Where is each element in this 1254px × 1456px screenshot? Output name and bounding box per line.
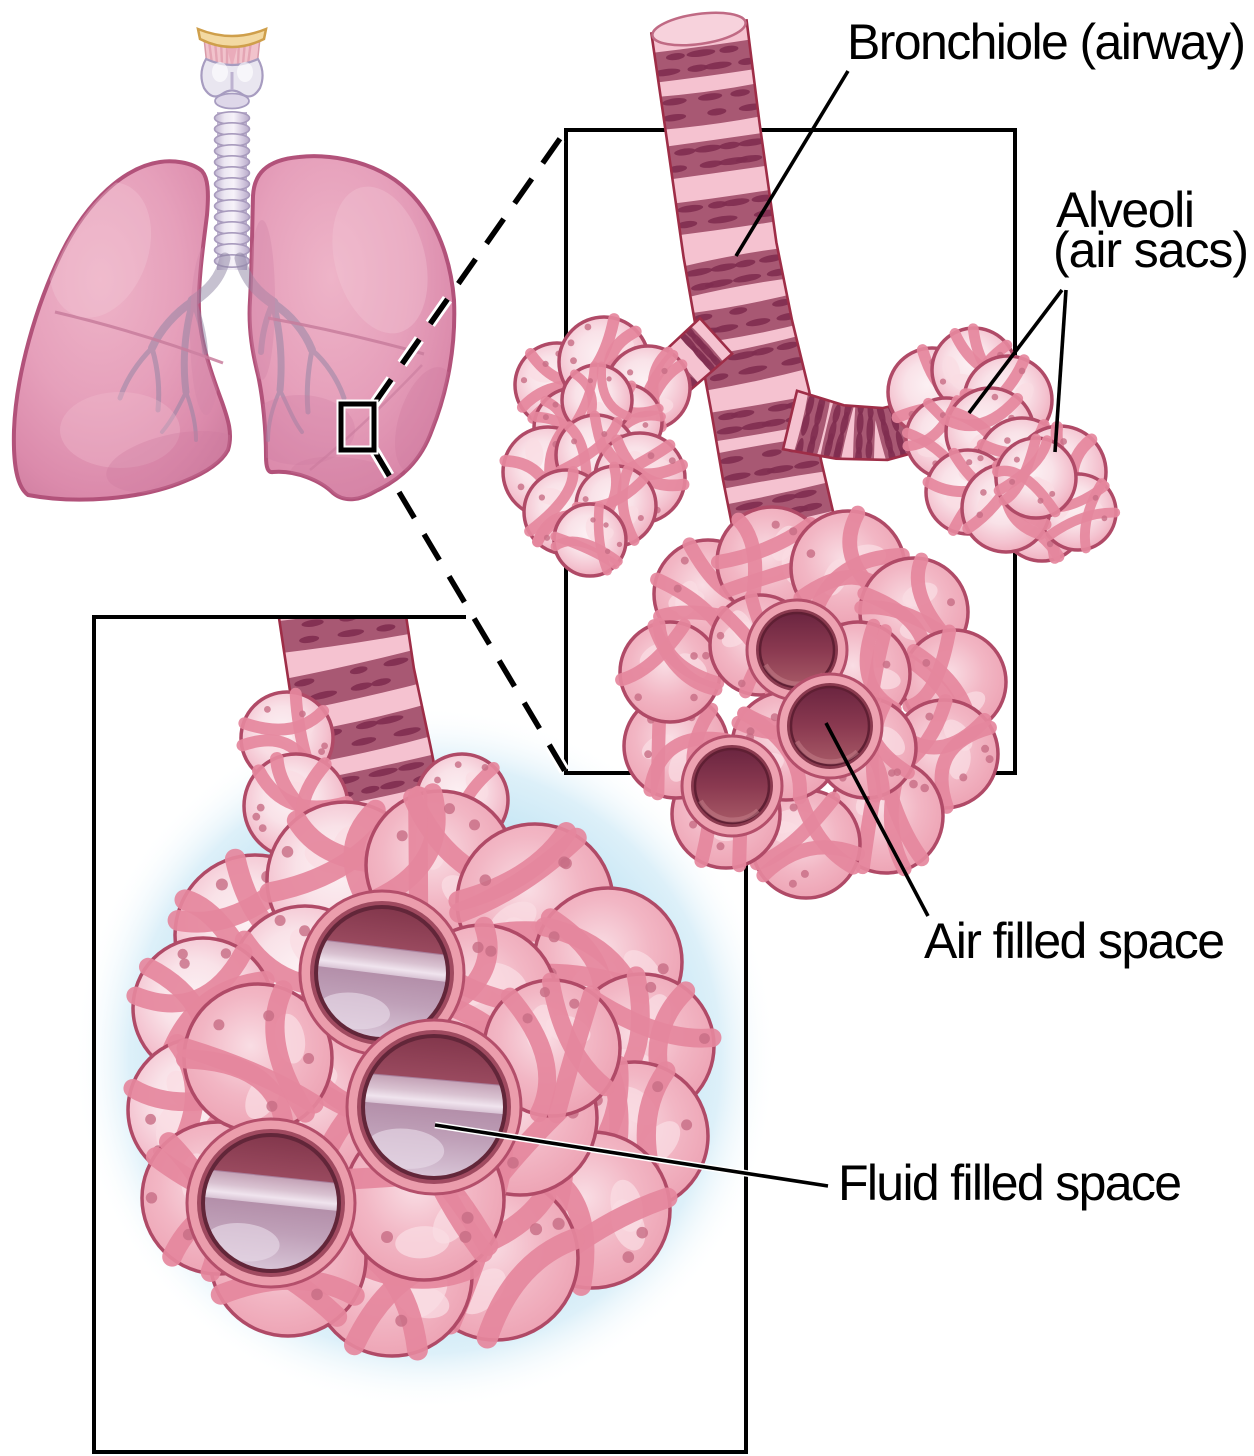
svg-text:Fluid filled space: Fluid filled space <box>838 1155 1182 1211</box>
svg-text:(air sacs): (air sacs) <box>1053 222 1249 278</box>
svg-text:Air filled space: Air filled space <box>924 913 1225 969</box>
svg-text:Alveoli: Alveoli <box>1056 182 1195 238</box>
svg-text:Bronchiole (airway): Bronchiole (airway) <box>847 14 1246 70</box>
